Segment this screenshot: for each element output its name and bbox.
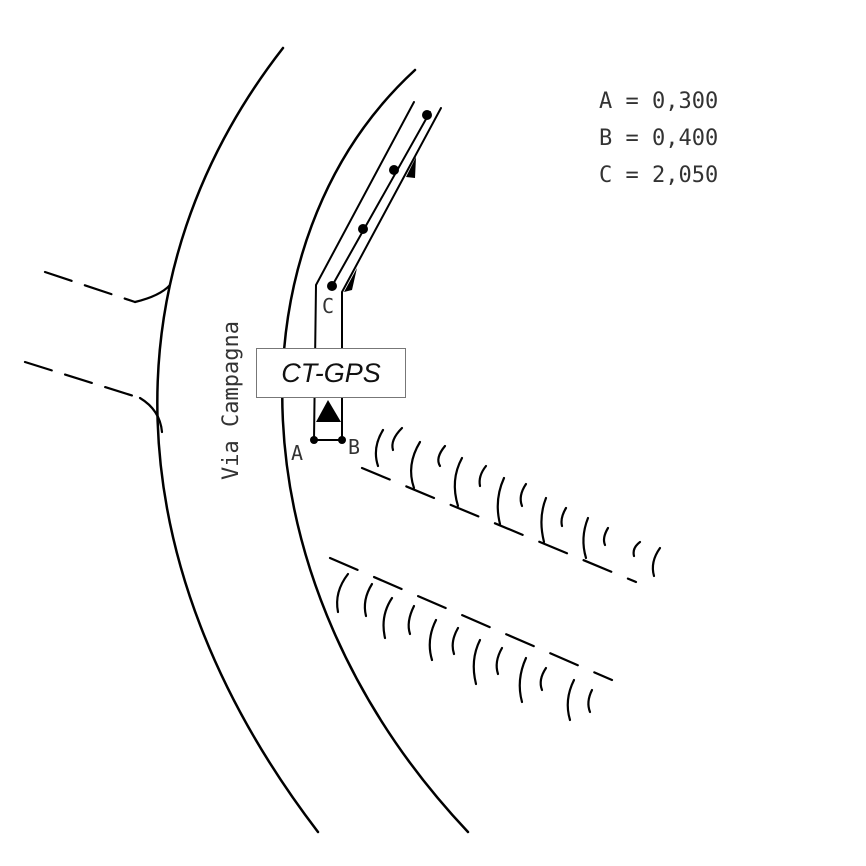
legend-a: A = 0,300	[599, 89, 718, 114]
legend: A = 0,300 B = 0,400 C = 2,050	[599, 89, 718, 188]
marker-point	[389, 165, 399, 175]
side-road-west	[23, 270, 172, 434]
point-label-c: C	[322, 294, 334, 318]
parking-bays-upper	[360, 426, 662, 584]
legend-c: C = 2,050	[599, 163, 718, 188]
point-label-a: A	[291, 441, 303, 465]
direction-arrow	[316, 400, 341, 422]
point-label-b: B	[348, 435, 360, 459]
road-edge-outer	[156, 46, 320, 834]
ct-gps-label: CT-GPS	[256, 348, 406, 398]
marker-point	[358, 224, 368, 234]
flag-marker	[406, 157, 416, 178]
marker-point	[422, 110, 432, 120]
marker-point-b	[338, 436, 346, 444]
legend-b: B = 0,400	[599, 126, 718, 151]
track-markers	[310, 110, 432, 444]
flag-marker	[344, 268, 357, 292]
road-name-label: Via Campagna	[219, 321, 244, 480]
road-edge-inner	[281, 68, 470, 834]
marker-point-a	[310, 436, 318, 444]
parking-bays-lower	[328, 556, 614, 722]
marker-point	[327, 281, 337, 291]
